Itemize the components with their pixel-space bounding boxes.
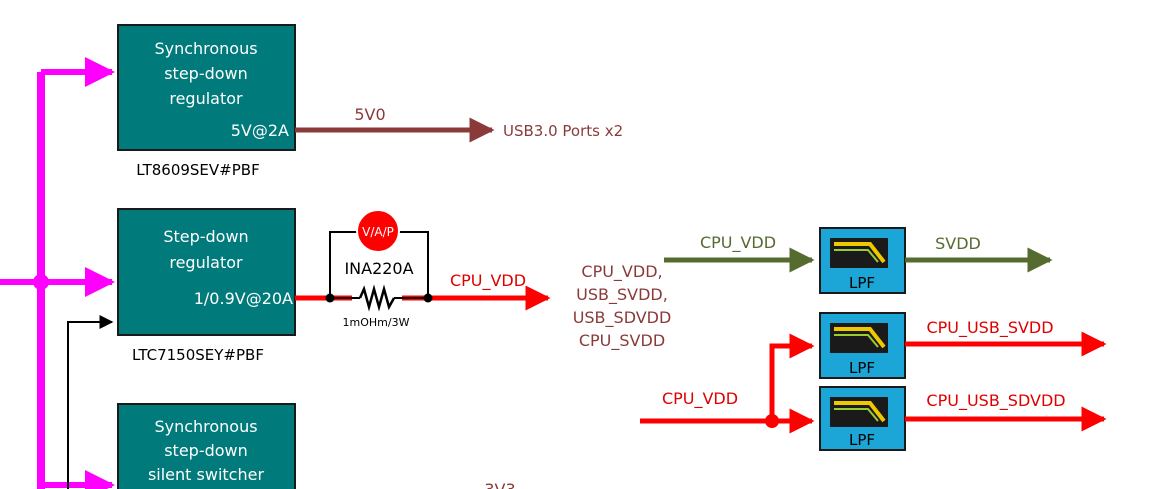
regulator-middle-rating: 1/0.9V@20A bbox=[194, 289, 293, 308]
regulator-top-line-3: regulator bbox=[169, 89, 243, 108]
regulator-bottom-line-3: silent switcher bbox=[148, 465, 264, 484]
current-monitor: V/A/P INA220A 1mOHm/3W CPU_VDD bbox=[295, 209, 551, 329]
rail-5v: 5V0 USB3.0 Ports x2 bbox=[295, 105, 623, 143]
bottom-rail-label: 3V3 bbox=[484, 480, 515, 489]
shared-input-label: CPU_VDD bbox=[662, 389, 738, 409]
cpu-vdd-net-label: CPU_VDD bbox=[450, 271, 526, 291]
filter-usb-sdvdd-label: LPF bbox=[849, 431, 875, 449]
rail-list-item: USB_SVDD, bbox=[576, 285, 668, 305]
regulator-bottom-line-1: Synchronous bbox=[154, 417, 257, 436]
meter-icon bbox=[356, 209, 400, 253]
meter-label: V/A/P bbox=[362, 225, 394, 239]
rail-5v-label: 5V0 bbox=[354, 105, 385, 124]
feedback-line bbox=[67, 315, 114, 489]
filter-usb-svdd-label: LPF bbox=[849, 359, 875, 377]
monitor-chip-label: INA220A bbox=[344, 259, 413, 278]
rail-list-item: CPU_VDD, bbox=[581, 262, 662, 282]
filter-usb-svdd: LPF CPU_USB_SVDD bbox=[769, 312, 1107, 421]
regulator-top-line-1: Synchronous bbox=[154, 39, 257, 58]
regulator-middle-line-2: regulator bbox=[169, 253, 243, 272]
lowpass-filter-icon bbox=[830, 323, 888, 353]
regulator-top-line-2: step-down bbox=[164, 64, 248, 83]
rail-list-item: USB_SDVDD bbox=[573, 308, 672, 328]
input-bus bbox=[0, 57, 115, 489]
regulator-middle: Step-down regulator 1/0.9V@20A LTC7150SE… bbox=[117, 208, 296, 364]
rail-5v-destination: USB3.0 Ports x2 bbox=[503, 122, 623, 140]
rail-list: CPU_VDD, USB_SVDD, USB_SDVDD CPU_SVDD bbox=[573, 262, 672, 351]
filter-svdd-output-label: SVDD bbox=[935, 234, 981, 253]
lowpass-filter-icon bbox=[830, 397, 888, 427]
regulator-middle-line-1: Step-down bbox=[163, 227, 248, 246]
regulator-top-part: LT8609SEV#PBF bbox=[136, 161, 259, 179]
filter-usb-sdvdd: CPU_VDD LPF CPU_USB_SDVDD bbox=[640, 386, 1107, 451]
filter-usb-sdvdd-output-label: CPU_USB_SDVDD bbox=[926, 391, 1065, 411]
regulator-top-rating: 5V@2A bbox=[231, 121, 289, 140]
filter-svdd-input-label: CPU_VDD bbox=[700, 233, 776, 253]
regulator-middle-part: LTC7150SEY#PBF bbox=[132, 346, 264, 364]
regulator-bottom: Synchronous step-down silent switcher bbox=[117, 403, 296, 489]
regulator-bottom-line-2: step-down bbox=[164, 441, 248, 460]
filter-svdd-label: LPF bbox=[849, 274, 875, 292]
lowpass-filter-icon bbox=[830, 238, 888, 268]
shunt-label: 1mOHm/3W bbox=[343, 316, 410, 329]
regulator-top: Synchronous step-down regulator 5V@2A LT… bbox=[117, 24, 296, 179]
shunt-resistor-icon bbox=[358, 284, 396, 312]
bus-junction bbox=[33, 274, 49, 290]
filter-svdd: CPU_VDD LPF SVDD bbox=[664, 227, 1053, 294]
rail-list-item: CPU_SVDD bbox=[579, 331, 665, 351]
split-junction bbox=[765, 414, 779, 428]
filter-usb-svdd-output-label: CPU_USB_SVDD bbox=[926, 318, 1053, 338]
